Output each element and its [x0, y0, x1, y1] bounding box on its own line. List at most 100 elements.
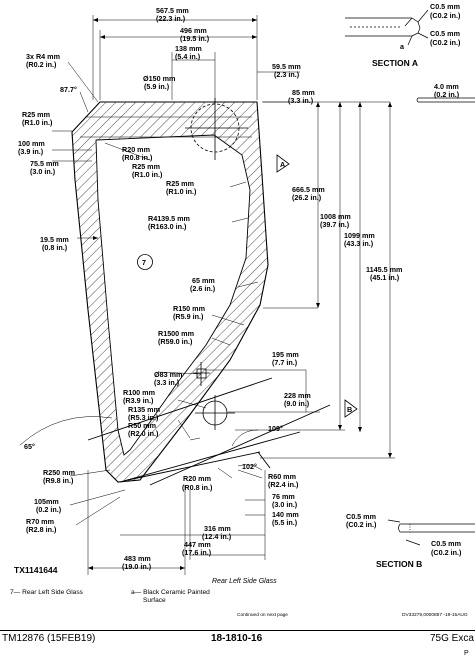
- footer-page-char: P: [464, 650, 469, 657]
- section-b-detail: [387, 519, 475, 546]
- dim-483-in: (19.0 in.): [122, 562, 152, 571]
- dim-567-5-in: (22.3 in.): [156, 14, 186, 23]
- dim-r60: R60 mm: [268, 472, 296, 481]
- dim-r100: R100 mm: [123, 388, 155, 397]
- dim-1008-in: (39.7 in.): [320, 220, 350, 229]
- dim-r4139-5: R4139.5 mm: [148, 214, 190, 223]
- dim-r150-in: (R5.9 in.): [173, 312, 204, 321]
- dim-87-7: 87.7°: [60, 85, 77, 94]
- footer-manual-id: TM12876 (15FEB19): [2, 633, 96, 644]
- section-marker-a: A: [280, 160, 285, 169]
- section-marker-b: B: [347, 405, 352, 414]
- dim-483: 483 mm: [124, 554, 151, 563]
- dim-r60-in: (R2.4 in.): [268, 480, 299, 489]
- section-markers: [276, 154, 358, 418]
- dim-100-in: (3.9 in.): [18, 147, 44, 156]
- legend-item-a: a— Black Ceramic Painted: [131, 589, 210, 596]
- dim-r20-top: R20 mm: [122, 145, 150, 154]
- dim-496-in: (19.5 in.): [180, 34, 210, 43]
- dim-195-in: (7.7 in.): [272, 358, 298, 367]
- dim-r1500-in: (R59.0 in.): [158, 337, 193, 346]
- section-a-chamfer1-in: (C0.2 in.): [430, 11, 461, 20]
- dim-r25-mid-in: (R1.0 in.): [132, 170, 163, 179]
- dim-75-5-in: (3.0 in.): [30, 167, 56, 176]
- dim-1099-in: (43.3 in.): [344, 239, 374, 248]
- dim-140: 140 mm: [272, 510, 299, 519]
- dim-666-5-in: (26.2 in.): [292, 193, 322, 202]
- section-a-thickness-in: (0.2 in.): [434, 90, 460, 99]
- dim-316-in: (12.4 in.): [202, 532, 232, 541]
- dim-dia-150-in: (5.9 in.): [144, 82, 170, 91]
- dim-567-5: 567.5 mm: [156, 6, 189, 15]
- dim-105: 105mm: [34, 497, 59, 506]
- dimension-lines: [19, 15, 395, 575]
- dim-1008: 1008 mm: [320, 212, 351, 221]
- dim-r20-top-in: (R0.8 in.): [122, 153, 153, 162]
- section-a-chamfer2: C0.5 mm: [430, 29, 460, 38]
- dim-r20-bottom-in: (R0.8 in.): [182, 483, 213, 492]
- dim-76: 76 mm: [272, 492, 295, 501]
- dim-r50: R50 mm: [128, 421, 156, 430]
- continued-note: Continued on next page: [237, 612, 288, 618]
- dim-r25-left-in: (R1.0 in.): [22, 118, 53, 127]
- section-a-chamfer1: C0.5 mm: [430, 2, 460, 11]
- dim-447-in: (17.6 in.): [182, 548, 212, 557]
- dim-59-5-in: (2.3 in.): [274, 70, 300, 79]
- source-id: DV33279,0000857 -19-15AUG: [402, 612, 468, 618]
- dim-102-deg: 102°: [242, 462, 257, 471]
- dim-666-5: 666.5 mm: [292, 185, 325, 194]
- dim-r25-left: R25 mm: [22, 110, 50, 119]
- dim-19-5: 19.5 mm: [40, 235, 69, 244]
- dim-228: 228 mm: [284, 391, 311, 400]
- dim-447: 447 mm: [184, 540, 211, 549]
- dim-1099: 1099 mm: [344, 231, 375, 240]
- footer-rule: [0, 630, 475, 631]
- dim-138-in: (5.4 in.): [175, 52, 201, 61]
- section-a-detail: [345, 9, 475, 103]
- dim-r70: R70 mm: [26, 517, 54, 526]
- section-b-chamfer1-in: (C0.2 in.): [346, 520, 377, 529]
- dim-r25-right: R25 mm: [166, 179, 194, 188]
- dim-109-deg: 109°: [268, 424, 283, 433]
- ceramic-band: [72, 102, 268, 482]
- dim-r20-bottom: R20 mm: [183, 474, 211, 483]
- section-b-title: SECTION B: [376, 559, 422, 569]
- dim-r135-in: (R5.3 in.): [128, 413, 159, 422]
- dim-19-5-in: (0.8 in.): [42, 243, 68, 252]
- footer-page-number: 18-1810-16: [211, 633, 263, 644]
- dim-r135: R135 mm: [128, 405, 160, 414]
- dim-316: 316 mm: [204, 524, 231, 533]
- dim-140-in: (5.5 in.): [272, 518, 298, 527]
- footer-model: 75G Exca: [430, 633, 474, 644]
- figure-id: TX1141644: [14, 565, 58, 575]
- dim-r250-in: (R9.8 in.): [43, 476, 74, 485]
- dim-r50-in: (R2.0 in.): [128, 429, 159, 438]
- dim-r1500: R1500 mm: [158, 329, 194, 338]
- section-b-chamfer1: C0.5 mm: [346, 512, 376, 521]
- section-a-letter: a: [400, 42, 405, 51]
- dim-1145-5: 1145.5 mm: [366, 265, 402, 274]
- dim-r70-in: (R2.8 in.): [26, 525, 57, 534]
- dim-r100-in: (R3.9 in.): [123, 396, 154, 405]
- dim-dia-83-in: (3.3 in.): [154, 378, 180, 387]
- callout-7: 7: [142, 258, 146, 267]
- dim-r25-mid: R25 mm: [132, 162, 160, 171]
- dim-1145-5-in: (45.1 in.): [370, 273, 400, 282]
- dim-105-in: (0.2 in.): [36, 505, 62, 514]
- dimension-texts: 567.5 mm (22.3 in.) 496 mm (19.5 in.) 13…: [18, 6, 402, 571]
- dim-3x-r4-in: (R0.2 in.): [26, 60, 57, 69]
- dim-65-deg: 65°: [24, 442, 35, 451]
- dim-3x-r4: 3x R4 mm: [26, 52, 60, 61]
- dim-85-in: (3.3 in.): [288, 96, 314, 105]
- dim-85: 85 mm: [292, 88, 315, 97]
- legend-item-a-cont: Surface: [143, 597, 166, 604]
- legend-item-7: 7— Rear Left Side Glass: [10, 589, 84, 596]
- dim-59-5: 59.5 mm: [272, 62, 301, 71]
- dim-dia-83: Ø83 mm: [154, 370, 182, 379]
- dim-65: 65 mm: [192, 276, 215, 285]
- lower-sweep: [87, 377, 331, 486]
- dim-65-in: (2.6 in.): [190, 284, 216, 293]
- dim-138: 138 mm: [175, 44, 202, 53]
- dim-195: 195 mm: [272, 350, 299, 359]
